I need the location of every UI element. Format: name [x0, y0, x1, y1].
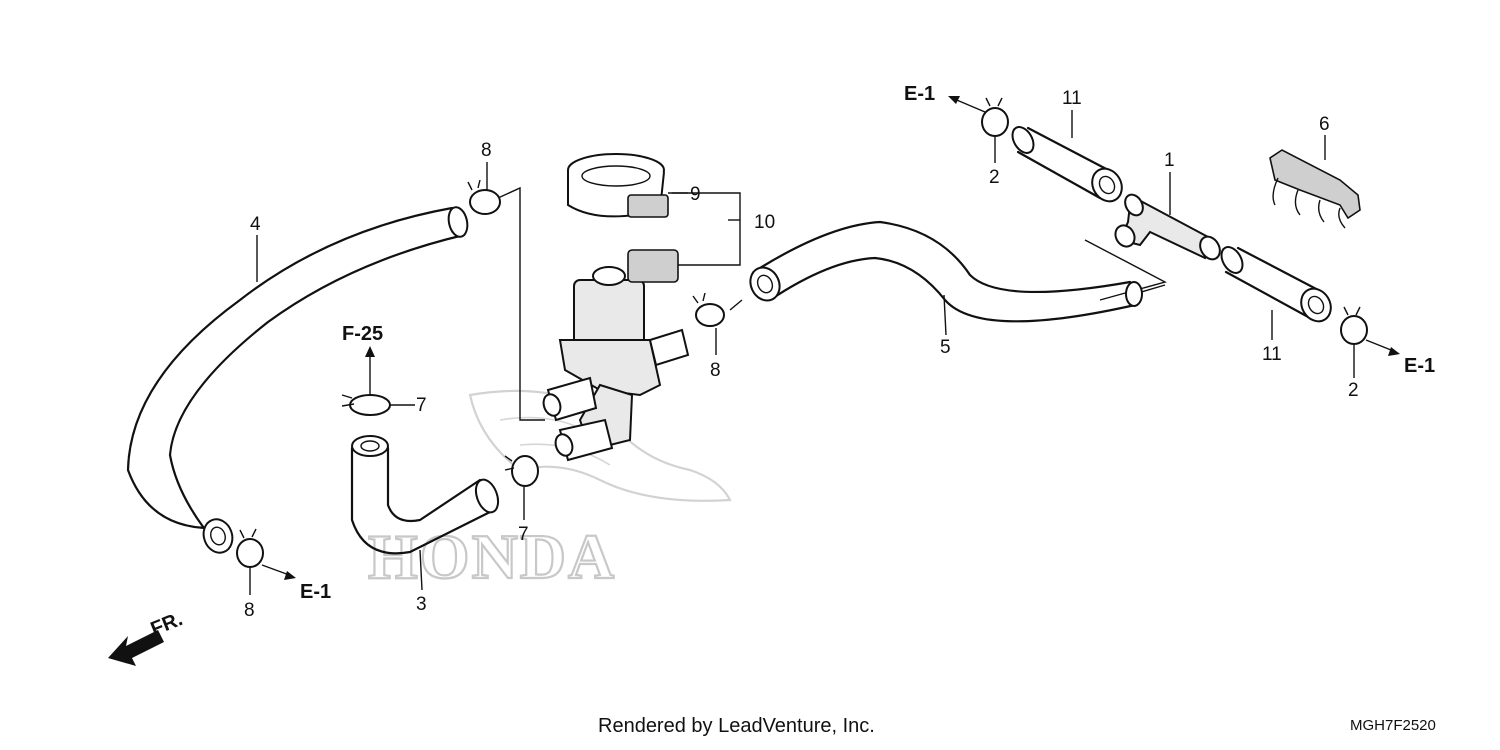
clip-part-8-mid	[692, 292, 725, 327]
clip-part-2-bottom	[1340, 306, 1368, 345]
callout-4: 4	[250, 214, 261, 235]
reference-labels: E-1 E-1 E-1 F-25	[300, 83, 1435, 603]
ref-f25: F-25	[342, 323, 383, 345]
front-label: FR.	[148, 608, 186, 640]
callout-3: 3	[416, 594, 427, 615]
leader-lines	[497, 186, 1167, 421]
front-arrow: FR.	[108, 608, 186, 666]
ref-e1-right: E-1	[1404, 355, 1435, 377]
clip-part-2-top	[981, 97, 1009, 137]
footer-credit: Rendered by LeadVenture, Inc.	[598, 715, 875, 737]
callout-9: 9	[690, 184, 701, 205]
watermark-text: HONDA	[368, 521, 616, 592]
ref-e1-bottom: E-1	[300, 581, 331, 603]
holder-part-6	[1269, 149, 1361, 229]
callout-8-top: 8	[481, 140, 492, 161]
callout-8-bottom: 8	[244, 600, 255, 621]
callout-2-top: 2	[989, 167, 1000, 188]
callout-11-upper: 11	[1062, 88, 1082, 109]
band-part-9	[567, 153, 669, 218]
joint-part-1	[1114, 193, 1221, 261]
callout-7-upper: 7	[416, 395, 427, 416]
hose-part-3	[350, 435, 500, 555]
clip-part-7-upper	[341, 394, 391, 416]
callout-1: 1	[1164, 150, 1175, 171]
callout-8-mid: 8	[710, 360, 721, 381]
callout-2-bottom: 2	[1348, 380, 1359, 401]
callout-5: 5	[940, 337, 951, 358]
honda-watermark: HONDA	[367, 389, 732, 593]
callout-labels: 4 8 9 10 8 7 7 3 8 5 11 1 6 2 11 2	[244, 88, 1359, 621]
clip-part-7-lower	[504, 455, 539, 487]
clip-part-8-bottom	[236, 528, 264, 568]
hose-part-11-lower	[1220, 246, 1332, 323]
hose-part-4	[126, 206, 469, 554]
valve-part-10	[542, 249, 690, 462]
callout-7-lower: 7	[518, 524, 529, 545]
callout-11-lower: 11	[1262, 344, 1282, 365]
callout-6: 6	[1319, 114, 1330, 135]
clip-part-8-top	[467, 179, 501, 215]
hose-part-5	[749, 220, 1143, 323]
ref-e1-top: E-1	[904, 83, 935, 105]
callout-10: 10	[754, 212, 775, 233]
callout-leaders	[249, 110, 1355, 595]
hose-part-11-upper	[1011, 126, 1123, 203]
direction-arrows	[261, 96, 1400, 580]
diagram-code: MGH7F2520	[1350, 717, 1436, 734]
